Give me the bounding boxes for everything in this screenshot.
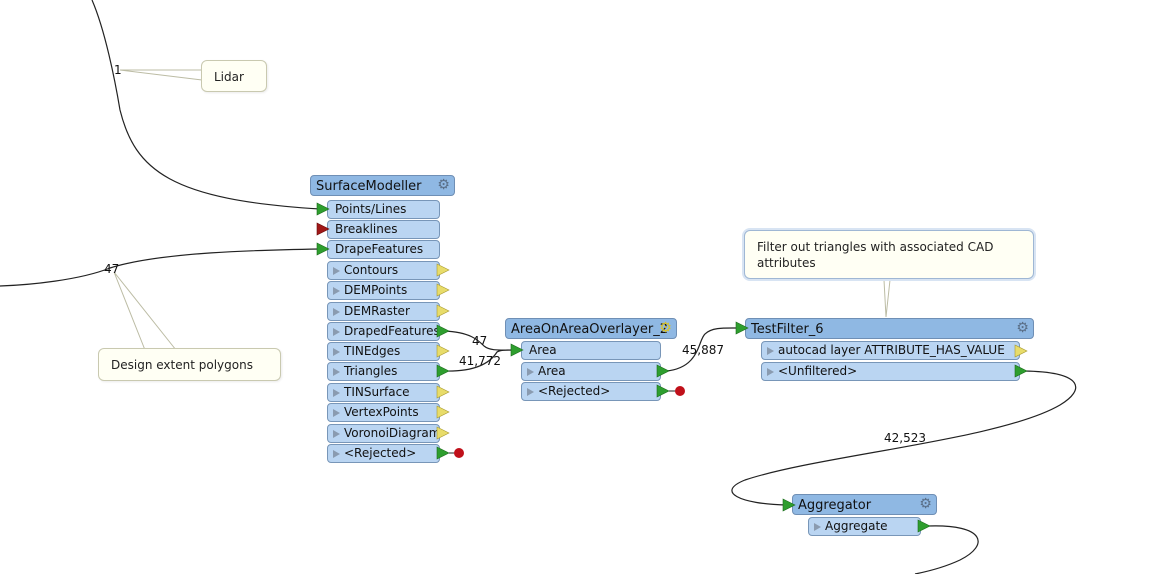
count-unfiltered: 42,523 [884, 431, 926, 445]
filter-annotation-tail [883, 279, 891, 318]
output-port-triangles[interactable]: Triangles [327, 362, 440, 381]
port-label: <Rejected> [344, 446, 417, 460]
port-label: DEMRaster [344, 304, 410, 318]
aggregator-title: Aggregator [798, 498, 872, 513]
output-port-unfiltered[interactable]: <Unfiltered> [761, 362, 1020, 381]
expand-arrow-icon[interactable] [333, 287, 340, 295]
port-label: DrapedFeatures [344, 324, 440, 338]
surfacemodeller-title: SurfaceModeller [316, 179, 422, 194]
output-port-area[interactable]: Area [521, 362, 661, 381]
port-label: Breaklines [335, 222, 398, 236]
expand-arrow-icon[interactable] [767, 347, 774, 355]
filter-annotation[interactable]: Filter out triangles with associated CAD… [744, 230, 1034, 279]
output-port-tinsurface[interactable]: TINSurface [327, 383, 440, 402]
expand-arrow-icon[interactable] [333, 328, 340, 336]
expand-arrow-icon[interactable] [333, 389, 340, 397]
design-extent-annotation[interactable]: Design extent polygons [98, 348, 281, 381]
expand-arrow-icon[interactable] [333, 409, 340, 417]
lidar-annotation-tail [119, 69, 203, 81]
filter-annotation-text: Filter out triangles with associated CAD… [757, 240, 994, 270]
output-port-contours[interactable]: Contours [327, 261, 440, 280]
count-area-out: 45,887 [682, 343, 724, 357]
count-draped-features: 47 [472, 334, 488, 348]
port-label: TINEdges [344, 344, 401, 358]
expand-arrow-icon[interactable] [333, 348, 340, 356]
wire-lidar-to-points [91, 0, 321, 210]
output-port-dempoints[interactable]: DEMPoints [327, 281, 440, 300]
wire-triangles-to-area [443, 349, 515, 372]
expand-arrow-icon[interactable] [333, 267, 340, 275]
port-label: Contours [344, 263, 399, 277]
count-triangles: 41,772 [459, 354, 501, 368]
wire-design-to-drape [0, 248, 321, 287]
wire-area-to-testfilter [665, 327, 741, 372]
input-port-breaklines[interactable]: Breaklines [327, 220, 440, 239]
input-port-area[interactable]: Area [521, 341, 661, 360]
gear-icon[interactable]: ⚙ [919, 496, 932, 512]
port-label: autocad layer ATTRIBUTE_HAS_VALUE [778, 343, 1005, 357]
wire-aggregate-out [914, 525, 979, 574]
expand-arrow-icon[interactable] [527, 388, 534, 396]
output-port-rejected[interactable]: <Rejected> [327, 444, 440, 463]
aggregator-header[interactable]: Aggregator ⚙ [792, 494, 937, 515]
port-label: TINSurface [344, 385, 410, 399]
expand-arrow-icon[interactable] [333, 450, 340, 458]
expand-arrow-icon[interactable] [333, 368, 340, 376]
design-annotation-tail [113, 271, 177, 351]
expand-arrow-icon[interactable] [767, 368, 774, 376]
port-label: <Unfiltered> [778, 364, 858, 378]
testfilter-header[interactable]: TestFilter_6 ⚙ [745, 318, 1034, 339]
port-label: Aggregate [825, 519, 888, 533]
expand-arrow-icon[interactable] [814, 523, 821, 531]
expand-arrow-icon[interactable] [527, 368, 534, 376]
lidar-annotation-text: Lidar [214, 70, 244, 84]
expand-arrow-icon[interactable] [333, 308, 340, 316]
gear-icon[interactable]: ⚙ [1016, 320, 1029, 336]
port-label: DrapeFeatures [335, 242, 424, 256]
surfacemodeller-header[interactable]: SurfaceModeller ⚙ [310, 175, 455, 196]
port-label: Area [538, 364, 566, 378]
output-port-autocad-layer[interactable]: autocad layer ATTRIBUTE_HAS_VALUE [761, 341, 1020, 360]
design-extent-annotation-text: Design extent polygons [111, 358, 253, 372]
input-port-drapefeatures[interactable]: DrapeFeatures [327, 240, 440, 259]
gear-icon[interactable]: ⚙ [437, 177, 450, 193]
output-port-tinedges[interactable]: TINEdges [327, 342, 440, 361]
port-label: Triangles [344, 364, 398, 378]
areaonareaoverlayer-title: AreaOnAreaOverlayer_2 [511, 322, 668, 337]
wire-unfiltered-to-aggregator [731, 370, 1077, 506]
output-port-rejected[interactable]: <Rejected> [521, 382, 661, 401]
port-label: Points/Lines [335, 202, 407, 216]
lidar-annotation[interactable]: Lidar [201, 60, 267, 92]
output-port-demraster[interactable]: DEMRaster [327, 302, 440, 321]
port-label: VoronoiDiagram [344, 426, 441, 440]
output-port-aggregate[interactable]: Aggregate [808, 517, 921, 536]
output-port-voronoidiagram[interactable]: VoronoiDiagram [327, 424, 440, 443]
expand-arrow-icon[interactable] [333, 430, 340, 438]
areaonareaoverlayer-header[interactable]: AreaOnAreaOverlayer_2 ⚙ [505, 318, 677, 339]
port-label: <Rejected> [538, 384, 611, 398]
port-label: VertexPoints [344, 405, 419, 419]
gear-icon[interactable]: ⚙ [659, 320, 672, 336]
input-port-points-lines[interactable]: Points/Lines [327, 200, 440, 219]
testfilter-title: TestFilter_6 [751, 322, 824, 337]
count-design-extent: 47 [104, 262, 120, 276]
port-label: DEMPoints [344, 283, 408, 297]
count-lidar: 1 [114, 63, 122, 77]
output-port-vertexpoints[interactable]: VertexPoints [327, 403, 440, 422]
port-label: Area [529, 343, 557, 357]
output-port-drapedfeatures[interactable]: DrapedFeatures [327, 322, 440, 341]
